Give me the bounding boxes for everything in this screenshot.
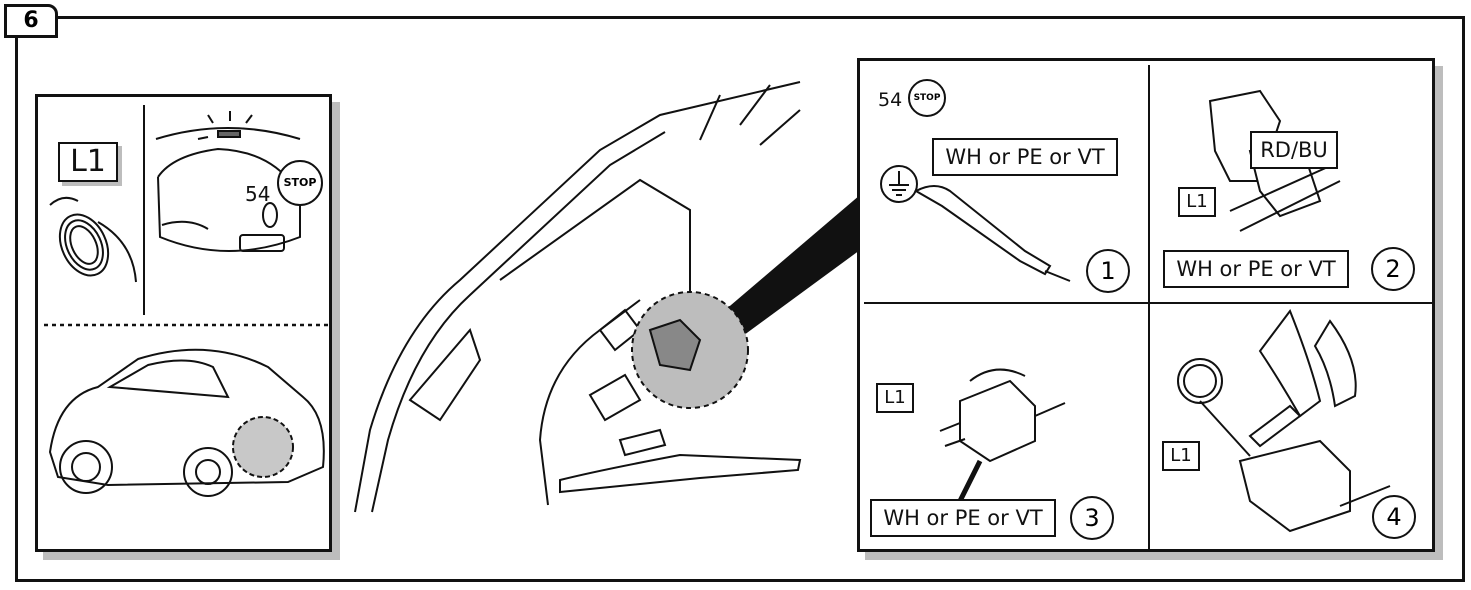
right-panel-art bbox=[860, 61, 1438, 555]
cell4-connector-label: L1 bbox=[1162, 441, 1200, 471]
cell4-step-index: 4 bbox=[1372, 495, 1416, 539]
cell1-stop-number: 54 bbox=[878, 89, 902, 111]
cell2-color-label: RD/BU bbox=[1250, 131, 1338, 169]
right-panel: 54 STOP WH or PE or VT 1 RD/BU L1 WH or … bbox=[857, 58, 1435, 552]
cell1-stop-sign-icon: STOP bbox=[908, 79, 946, 117]
cell3-wire-label: WH or PE or VT bbox=[870, 499, 1056, 537]
test-probe-icon bbox=[916, 186, 1050, 274]
cell3-step-index: 3 bbox=[1070, 496, 1114, 540]
ground-symbol-icon bbox=[881, 166, 917, 202]
pliers-icon bbox=[1178, 311, 1390, 531]
cell1-step-index: 1 bbox=[1086, 249, 1130, 293]
connector-closing-icon bbox=[940, 370, 1065, 501]
cell1-wire-label: WH or PE or VT bbox=[932, 138, 1118, 176]
cell2-step-index: 2 bbox=[1371, 247, 1415, 291]
cell3-connector-label: L1 bbox=[876, 383, 914, 413]
cell2-wire-label: WH or PE or VT bbox=[1163, 250, 1349, 288]
cell2-connector-label: L1 bbox=[1178, 187, 1216, 217]
